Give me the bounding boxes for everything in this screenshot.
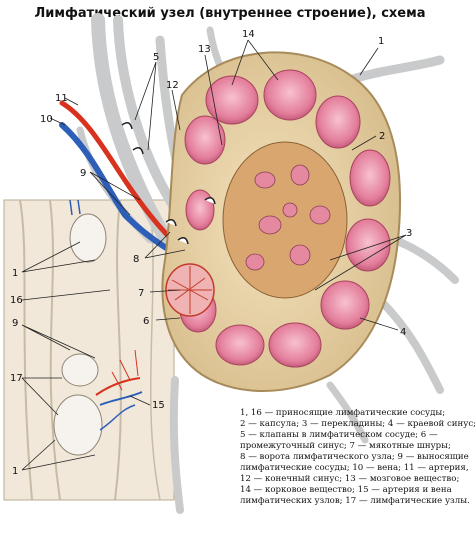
label-11: 11	[55, 93, 68, 104]
label-14: 14	[242, 29, 255, 40]
legend: 1, 16 — приносящие лимфатические сосуды;…	[240, 408, 476, 507]
label-7: 7	[138, 288, 144, 299]
legend-line: 8 — ворота лимфатического узла; 9 — выно…	[240, 452, 469, 462]
diagram-title: Лимфатический узел (внутреннее строение)…	[34, 6, 426, 21]
label-6: 6	[143, 316, 149, 327]
label-3: 3	[406, 228, 412, 239]
legend-line: промежуточный синус; 7 — мякотные шнуры;	[240, 441, 451, 451]
label-15: 15	[152, 400, 165, 411]
valves	[121, 122, 216, 245]
label-10: 10	[40, 114, 53, 125]
left-tissue-panel	[3, 199, 175, 501]
small-lymph-node-low	[53, 394, 103, 456]
legend-line: 1, 16 — приносящие лимфатические сосуды;	[240, 408, 446, 418]
label-5: 5	[153, 52, 159, 63]
legend-line: лимфатических узлов; 17 — лимфатические …	[240, 496, 470, 506]
label-1-left-bottom: 1	[12, 466, 18, 477]
label-1: 1	[378, 36, 384, 47]
legend-line: 12 — конечный синус; 13 — мозговое вещес…	[240, 474, 460, 484]
label-17: 17	[10, 373, 23, 384]
medullary-cords	[245, 164, 331, 271]
legend-line: 5 — клапаны в лимфатическом сосуде; 6 —	[240, 430, 438, 440]
label-9-left: 9	[12, 318, 18, 329]
label-13: 13	[198, 44, 211, 55]
leader-lines	[21, 39, 407, 471]
small-lymph-node-mid	[61, 353, 99, 387]
cortex-follicles	[179, 69, 391, 368]
small-lymph-node-top	[69, 213, 107, 263]
number-labels: 1 2 3 4 5 6 7 8 9 10 11 12 13 14 15 16 1…	[10, 29, 412, 477]
label-4: 4	[400, 327, 406, 338]
legend-line: 2 — капсула; 3 — перекладины; 4 — краево…	[240, 419, 476, 429]
legend-line: лимфатические сосуды; 10 — вена; 11 — ар…	[240, 463, 469, 473]
lymph-node-illustration: 1 2 3 4 5 6 7 8 9 10 11 12 13 14 15 16 1…	[3, 13, 459, 514]
label-12: 12	[166, 80, 179, 91]
lymph-node	[121, 51, 401, 392]
label-1-left-top: 1	[12, 268, 18, 279]
label-9: 9	[80, 168, 86, 179]
label-16: 16	[10, 295, 23, 306]
label-8: 8	[133, 254, 139, 265]
legend-line: 14 — корковое вещество; 15 — артерия и в…	[240, 485, 452, 495]
label-2: 2	[379, 131, 385, 142]
